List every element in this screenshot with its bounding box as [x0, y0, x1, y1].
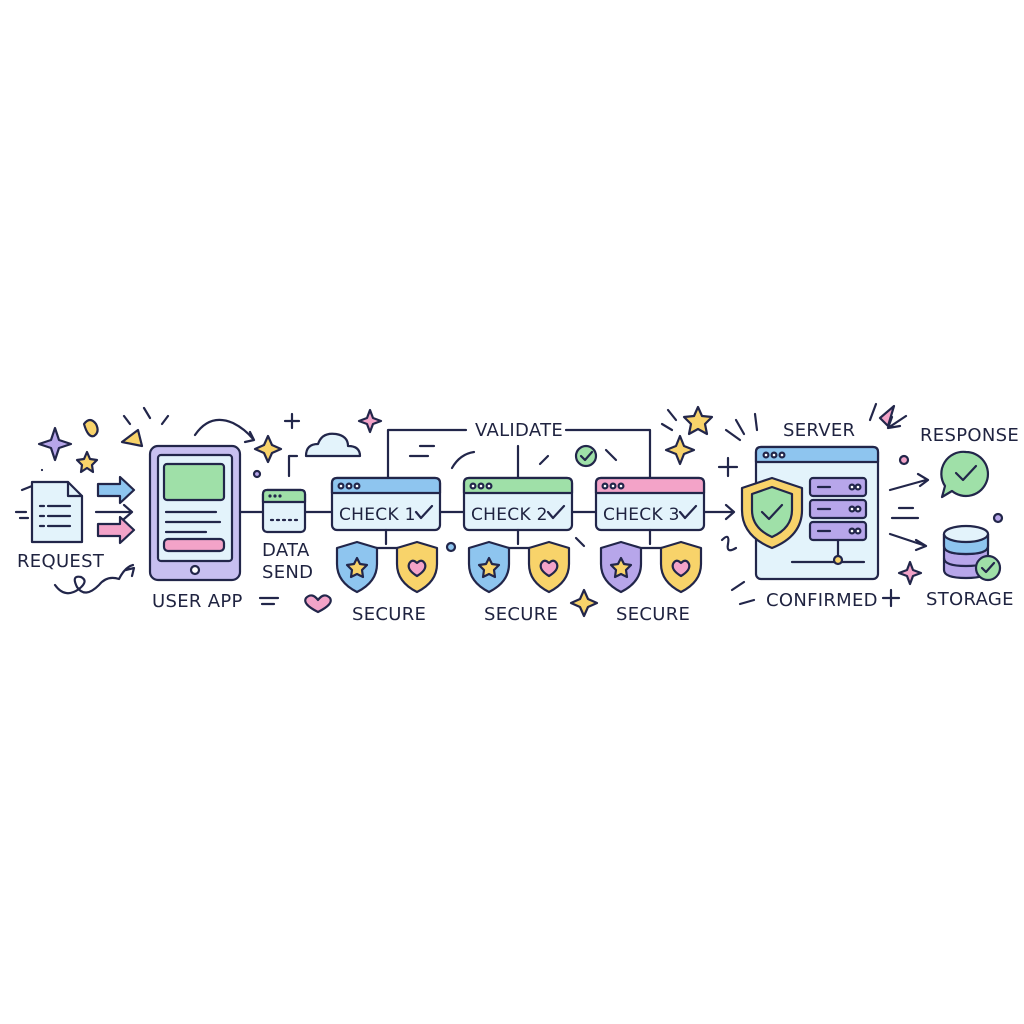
- secure-group-2: SECURE: [467, 528, 571, 625]
- user-app-label: USER APP: [152, 591, 243, 612]
- star-icon: [682, 405, 714, 436]
- checkmark-icon: [760, 503, 784, 521]
- arrow-right-icon: [96, 475, 136, 505]
- validate-check-badge: [574, 444, 598, 468]
- squiggle-arrow-icon: [53, 563, 136, 595]
- arrow-right-icon: [702, 503, 736, 521]
- checkmark-icon: [414, 504, 434, 520]
- plus-sparkle: [283, 412, 301, 430]
- secure-2-label: SECURE: [484, 604, 558, 625]
- bean-doodle: [82, 418, 99, 438]
- sparkle-icon: [37, 426, 73, 462]
- server-node: SERVER CONFIRMED: [740, 420, 880, 611]
- plus-sparkle: [717, 456, 739, 478]
- arrow-right-icon: [94, 503, 134, 521]
- server-rack-icon: [790, 476, 868, 566]
- check-2-label: CHECK 2: [471, 505, 548, 525]
- secure-group-3: SECURE: [599, 528, 703, 625]
- check-2-node: CHECK 2: [462, 476, 574, 532]
- decorations: [14, 402, 1004, 618]
- triangle-doodle: [120, 428, 144, 448]
- checkmark-icon: [678, 504, 698, 520]
- sparkle-icon: [569, 588, 599, 618]
- sparkle-icon: [897, 560, 923, 586]
- data-send-label-line1: DATA: [262, 540, 310, 561]
- response-node: RESPONSE: [920, 425, 1019, 499]
- star-icon: [75, 450, 99, 474]
- check-3-node: CHECK 3: [594, 476, 706, 532]
- check-1-node: CHECK 1: [330, 476, 442, 532]
- data-send-label-line2: SEND: [262, 562, 313, 583]
- response-label: RESPONSE: [920, 425, 1019, 446]
- check-3-label: CHECK 3: [603, 505, 680, 525]
- arrow-right-icon: [96, 515, 136, 545]
- document-icon: [30, 480, 84, 544]
- heart-icon: [304, 594, 332, 614]
- sparkle-icon: [357, 408, 383, 434]
- checkmark-icon: [546, 504, 566, 520]
- server-label: SERVER: [783, 420, 855, 441]
- storage-node: STORAGE: [926, 524, 1014, 610]
- validate-label: VALIDATE: [475, 420, 563, 441]
- request-node: REQUEST: [17, 480, 105, 572]
- sparkle-icon: [253, 434, 283, 464]
- user-app-node: USER APP: [148, 444, 243, 612]
- request-arrows: [94, 475, 136, 545]
- sparkle-icon: [664, 434, 696, 466]
- secure-group-1: SECURE: [335, 528, 439, 625]
- plus-sparkle: [881, 588, 901, 608]
- confirmed-label: CONFIRMED: [766, 590, 878, 611]
- check-1-label: CHECK 1: [339, 505, 416, 525]
- flow-lines: [238, 428, 736, 521]
- cloud-icon: [304, 432, 362, 458]
- request-label: REQUEST: [17, 551, 105, 572]
- secure-1-label: SECURE: [352, 604, 426, 625]
- curved-arrow-icon: [193, 418, 256, 444]
- storage-label: STORAGE: [926, 589, 1014, 610]
- data-send-node: DATA SEND: [261, 488, 313, 583]
- chat-check-icon: [940, 450, 990, 499]
- secure-3-label: SECURE: [616, 604, 690, 625]
- output-arrows: [888, 472, 930, 552]
- database-check-icon: [942, 524, 1002, 582]
